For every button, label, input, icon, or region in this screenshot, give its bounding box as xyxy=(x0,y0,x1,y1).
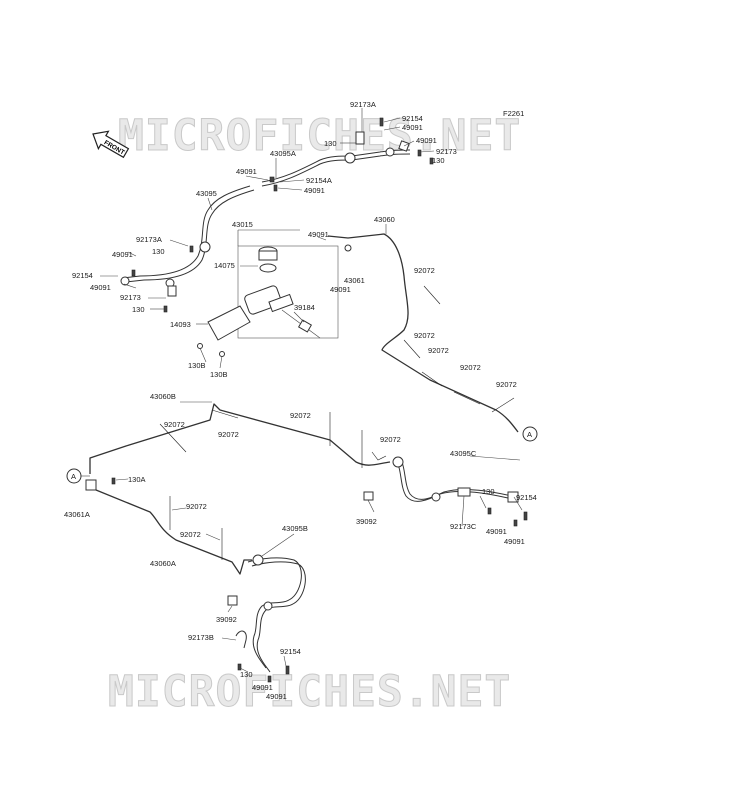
callout-label: 92072 xyxy=(428,346,449,355)
callout-label: 49091 xyxy=(486,527,507,536)
callout-label: 92072 xyxy=(290,411,311,420)
callout-label: 130A xyxy=(128,475,146,484)
watermark-top: MICROFICHES.NET xyxy=(118,111,521,161)
callout-label: 130B xyxy=(210,370,228,379)
callout-label: 43061 xyxy=(344,276,365,285)
clamp-group-middle xyxy=(159,409,387,468)
watermark-bottom: MICROFICHES.NET xyxy=(108,667,511,717)
callout-label: 43060A xyxy=(150,559,176,568)
callout-label: 92072 xyxy=(496,380,517,389)
callout-label: 92173 xyxy=(436,147,457,156)
callout-label: 43060B xyxy=(150,392,176,401)
callout-label: 92173B xyxy=(188,633,214,642)
callout-label: 49091 xyxy=(236,167,257,176)
callout-label: 130B xyxy=(188,361,206,370)
callout-label: 49091 xyxy=(266,692,287,701)
connector-a-right: A xyxy=(527,430,532,439)
callout-label: 92154 xyxy=(402,114,423,123)
union-43061a xyxy=(85,479,97,491)
callout-label: 92173C xyxy=(450,522,477,531)
callout-label: 49091 xyxy=(304,186,325,195)
callout-label: 92072 xyxy=(460,363,481,372)
callout-label: 49091 xyxy=(90,283,111,292)
hose-43095 xyxy=(120,185,255,297)
callout-label: 92173A xyxy=(136,235,162,244)
callout-label: 43095 xyxy=(196,189,217,198)
clamp-group-right xyxy=(403,285,515,413)
callout-label: 92072 xyxy=(218,430,239,439)
callout-label: 14075 xyxy=(214,261,235,270)
callout-label: 92173A xyxy=(350,100,376,109)
callout-label: 43095C xyxy=(450,449,477,458)
callout-label: 39184 xyxy=(294,303,315,312)
connector-a-right-icon xyxy=(522,426,538,442)
callout-label: 49091 xyxy=(416,136,437,145)
hose-43095b xyxy=(227,554,306,673)
callout-label: 92072 xyxy=(414,266,435,275)
callout-label: 43060 xyxy=(374,215,395,224)
callout-label: 130 xyxy=(152,247,165,256)
callout-label: 92072 xyxy=(164,420,185,429)
callout-label: 39092 xyxy=(356,517,377,526)
callout-label: 130 xyxy=(324,139,337,148)
callout-label: 92072 xyxy=(414,331,435,340)
master-cylinder-assembly xyxy=(197,245,339,357)
callout-label: 92154 xyxy=(516,493,537,502)
callout-label: 43061A xyxy=(64,510,90,519)
bracket-39092-right xyxy=(363,491,374,501)
callout-label: 49091 xyxy=(330,285,351,294)
callout-label: 92154 xyxy=(72,271,93,280)
callout-label: 14093 xyxy=(170,320,191,329)
callout-labels: 92173A 92154 49091 130 49091 92173 130 4… xyxy=(64,100,537,701)
connector-a-left: A xyxy=(71,472,76,481)
callout-label: 92072 xyxy=(186,502,207,511)
callout-label: 130 xyxy=(432,156,445,165)
callout-label: 49091 xyxy=(402,123,423,132)
callout-label: 43015 xyxy=(232,220,253,229)
hose-43095c xyxy=(363,456,519,503)
callout-label: 92072 xyxy=(180,530,201,539)
pipe-43060 xyxy=(327,233,519,433)
callout-label: 43095A xyxy=(270,149,296,158)
bracket-39092-left xyxy=(227,595,238,606)
callout-label: 49091 xyxy=(308,230,329,239)
callout-label: 43095B xyxy=(282,524,308,533)
callout-label: 92154 xyxy=(280,647,301,656)
pipe-43060b xyxy=(89,403,391,474)
callout-label: 130 xyxy=(132,305,145,314)
callout-label: 92072 xyxy=(380,435,401,444)
callout-label: 39092 xyxy=(216,615,237,624)
callout-label: 92154A xyxy=(306,176,332,185)
callout-label: 92173 xyxy=(120,293,141,302)
pipe-43060a xyxy=(95,489,252,575)
clamp-group-lower xyxy=(169,496,223,560)
callout-label: 130 xyxy=(482,487,495,496)
leader-lines xyxy=(100,108,523,673)
callout-label: 130 xyxy=(240,670,253,679)
figure-code: F2261 xyxy=(503,109,524,118)
callout-label: 49091 xyxy=(504,537,525,546)
callout-label: 49091 xyxy=(112,250,133,259)
callout-label: 49091 xyxy=(252,683,273,692)
